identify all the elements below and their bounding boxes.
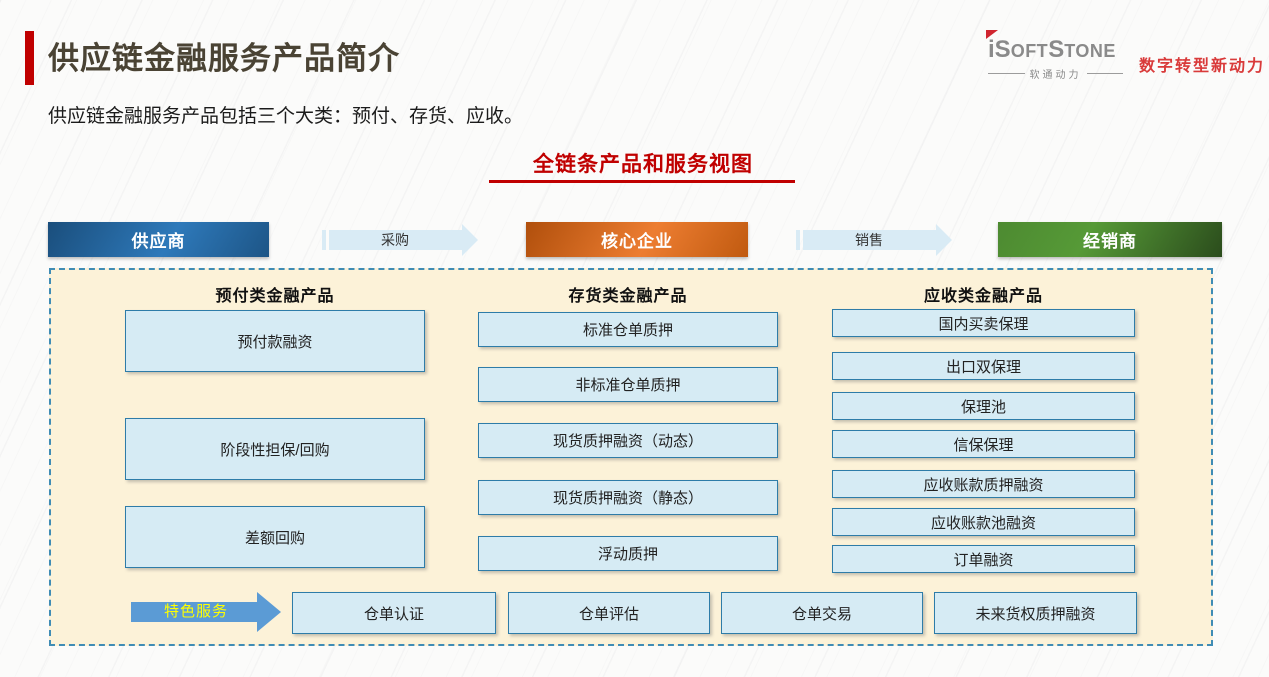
logo-letter: i xyxy=(988,36,995,63)
product-box: 订单融资 xyxy=(832,545,1135,573)
flag-icon xyxy=(986,30,998,39)
product-box: 应收账款池融资 xyxy=(832,508,1135,536)
section-heading: 全链条产品和服务视图 xyxy=(533,153,753,176)
right-arrowhead-icon xyxy=(936,224,952,256)
flow-arrow-sale: 销售 xyxy=(796,224,952,256)
title-accent-bar xyxy=(25,31,34,85)
special-services-label: 特色服务 xyxy=(163,603,228,620)
products-panel: 预付类金融产品 存货类金融产品 应收类金融产品 预付款融资 阶段性担保/回购 差… xyxy=(49,268,1213,646)
product-box: 标准仓单质押 xyxy=(478,312,778,347)
product-box: 浮动质押 xyxy=(478,536,778,571)
arrow-stripe xyxy=(796,230,800,250)
product-box: 仓单评估 xyxy=(508,592,710,634)
column-header-prepay: 预付类金融产品 xyxy=(215,288,335,305)
flow-arrow-label: 采购 xyxy=(381,232,409,248)
product-box: 国内买卖保理 xyxy=(832,309,1135,337)
right-arrowhead-icon xyxy=(257,592,281,632)
slide-subtitle: 供应链金融服务产品包括三个大类：预付、存货、应收。 xyxy=(48,106,524,127)
product-box: 现货质押融资（动态） xyxy=(478,423,778,458)
product-box: 差额回购 xyxy=(125,506,425,568)
column-header-inventory: 存货类金融产品 xyxy=(568,288,688,305)
product-box: 非标准仓单质押 xyxy=(478,367,778,402)
flow-arrow-purchase: 采购 xyxy=(322,224,478,256)
logo-chinese-text: 软通动力 xyxy=(1029,70,1082,81)
column-header-receivable: 应收类金融产品 xyxy=(923,288,1043,305)
page-title: 供应链金融服务产品简介 xyxy=(48,41,400,76)
logo-chinese-name: 软通动力 xyxy=(988,66,1123,81)
arrow-body xyxy=(131,602,257,622)
product-box: 预付款融资 xyxy=(125,310,425,372)
right-arrowhead-icon xyxy=(462,224,478,256)
product-box: 仓单交易 xyxy=(721,592,923,634)
flow-arrow-label: 销售 xyxy=(855,232,883,248)
arrow-body xyxy=(803,230,937,250)
flow-node-supplier: 供应商 xyxy=(48,222,269,257)
logo-letter: S xyxy=(994,36,1011,63)
product-box: 未来货权质押融资 xyxy=(934,592,1137,634)
arrow-body xyxy=(329,230,463,250)
product-box: 仓单认证 xyxy=(292,592,496,634)
flow-node-core-enterprise: 核心企业 xyxy=(526,222,748,257)
special-services-arrow: 特色服务 xyxy=(131,592,281,632)
arrow-stripe xyxy=(322,230,326,250)
logo-letter: OFT xyxy=(1010,41,1049,61)
product-box: 阶段性担保/回购 xyxy=(125,418,425,480)
product-box: 信保保理 xyxy=(832,430,1135,458)
logo-letter: TONE xyxy=(1064,41,1116,61)
product-box: 保理池 xyxy=(832,392,1135,420)
logo-tagline: 数字转型新动力 xyxy=(1139,58,1266,75)
product-box: 出口双保理 xyxy=(832,352,1135,380)
logo-letter: S xyxy=(1048,36,1065,63)
product-box: 现货质押融资（静态） xyxy=(478,480,778,515)
flow-node-dealer: 经销商 xyxy=(998,222,1222,257)
product-box: 应收账款质押融资 xyxy=(832,470,1135,498)
section-heading-underline xyxy=(489,180,795,183)
